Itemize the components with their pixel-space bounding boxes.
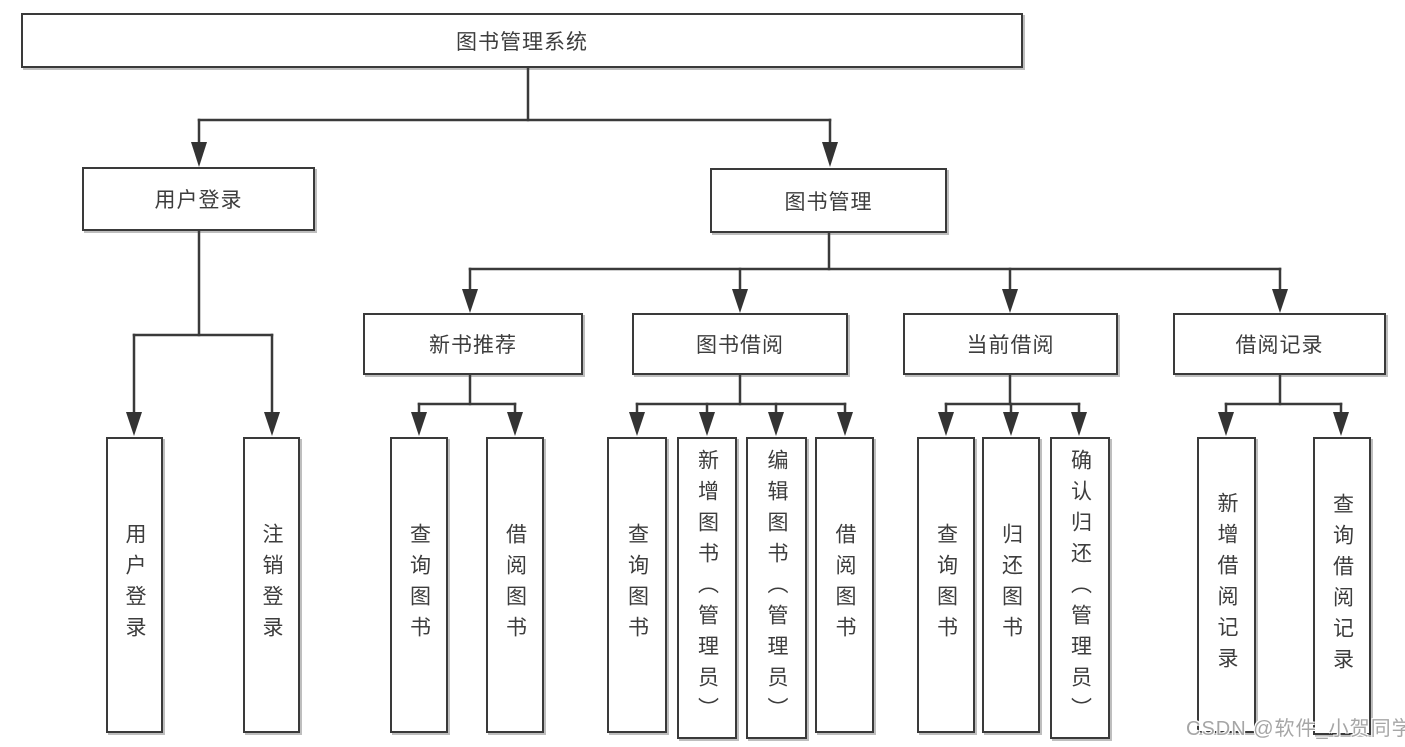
node-book-management: 图书管理 — [710, 168, 947, 233]
leaf-confirm-return-admin-label: 确认归还（管理员） — [1068, 448, 1092, 728]
leaf-logout-label: 注销登录 — [260, 523, 283, 647]
node-user-login-label: 用户登录 — [154, 189, 243, 212]
arrowheads — [126, 142, 1349, 436]
node-new-book-recommend-label: 新书推荐 — [429, 334, 517, 357]
leaf-return-book: 归还图书 — [982, 437, 1040, 733]
leaf-confirm-return-admin: 确认归还（管理员） — [1050, 437, 1110, 739]
leaf-borrow-books-borrow-label: 借阅图书 — [833, 523, 856, 647]
leaf-logout: 注销登录 — [243, 437, 300, 733]
leaf-query-books-current: 查询图书 — [917, 437, 975, 733]
leaf-user-login-label: 用户登录 — [123, 523, 146, 647]
leaf-query-books-borrow: 查询图书 — [607, 437, 667, 733]
leaf-query-books-newbook-label: 查询图书 — [407, 523, 431, 647]
node-borrow-records-label: 借阅记录 — [1235, 334, 1324, 357]
node-current-borrow: 当前借阅 — [903, 313, 1118, 375]
leaf-borrow-books-newbook-label: 借阅图书 — [503, 523, 527, 647]
node-new-book-recommend: 新书推荐 — [363, 313, 583, 375]
leaf-return-book-label: 归还图书 — [999, 523, 1023, 647]
node-book-management-label: 图书管理 — [784, 190, 873, 214]
node-current-borrow-label: 当前借阅 — [966, 334, 1055, 357]
csdn-watermark: CSDN @软件_小贺同学 — [1186, 718, 1405, 740]
leaf-borrow-books-borrow: 借阅图书 — [815, 437, 874, 733]
leaf-query-books-newbook: 查询图书 — [390, 437, 448, 733]
leaf-user-login: 用户登录 — [106, 437, 163, 733]
leaf-add-borrow-record-label: 新增借阅记录 — [1215, 492, 1238, 678]
node-user-login: 用户登录 — [82, 167, 315, 231]
leaf-edit-book-admin: 编辑图书（管理员） — [746, 437, 807, 739]
leaf-query-books-borrow-label: 查询图书 — [625, 523, 649, 647]
leaf-add-borrow-record: 新增借阅记录 — [1197, 437, 1256, 733]
node-borrow-records: 借阅记录 — [1173, 313, 1386, 375]
leaf-query-borrow-record: 查询借阅记录 — [1313, 437, 1371, 735]
leaf-borrow-books-newbook: 借阅图书 — [486, 437, 544, 733]
node-root-label: 图书管理系统 — [456, 30, 588, 54]
leaf-add-book-admin: 新增图书（管理员） — [677, 437, 737, 739]
leaf-edit-book-admin-label: 编辑图书（管理员） — [765, 448, 788, 728]
node-root: 图书管理系统 — [21, 13, 1023, 68]
node-book-borrow: 图书借阅 — [632, 313, 848, 375]
node-book-borrow-label: 图书借阅 — [696, 334, 784, 357]
leaf-add-book-admin-label: 新增图书（管理员） — [695, 448, 719, 728]
leaf-query-books-current-label: 查询图书 — [934, 523, 958, 647]
leaf-query-borrow-record-label: 查询借阅记录 — [1330, 493, 1354, 679]
